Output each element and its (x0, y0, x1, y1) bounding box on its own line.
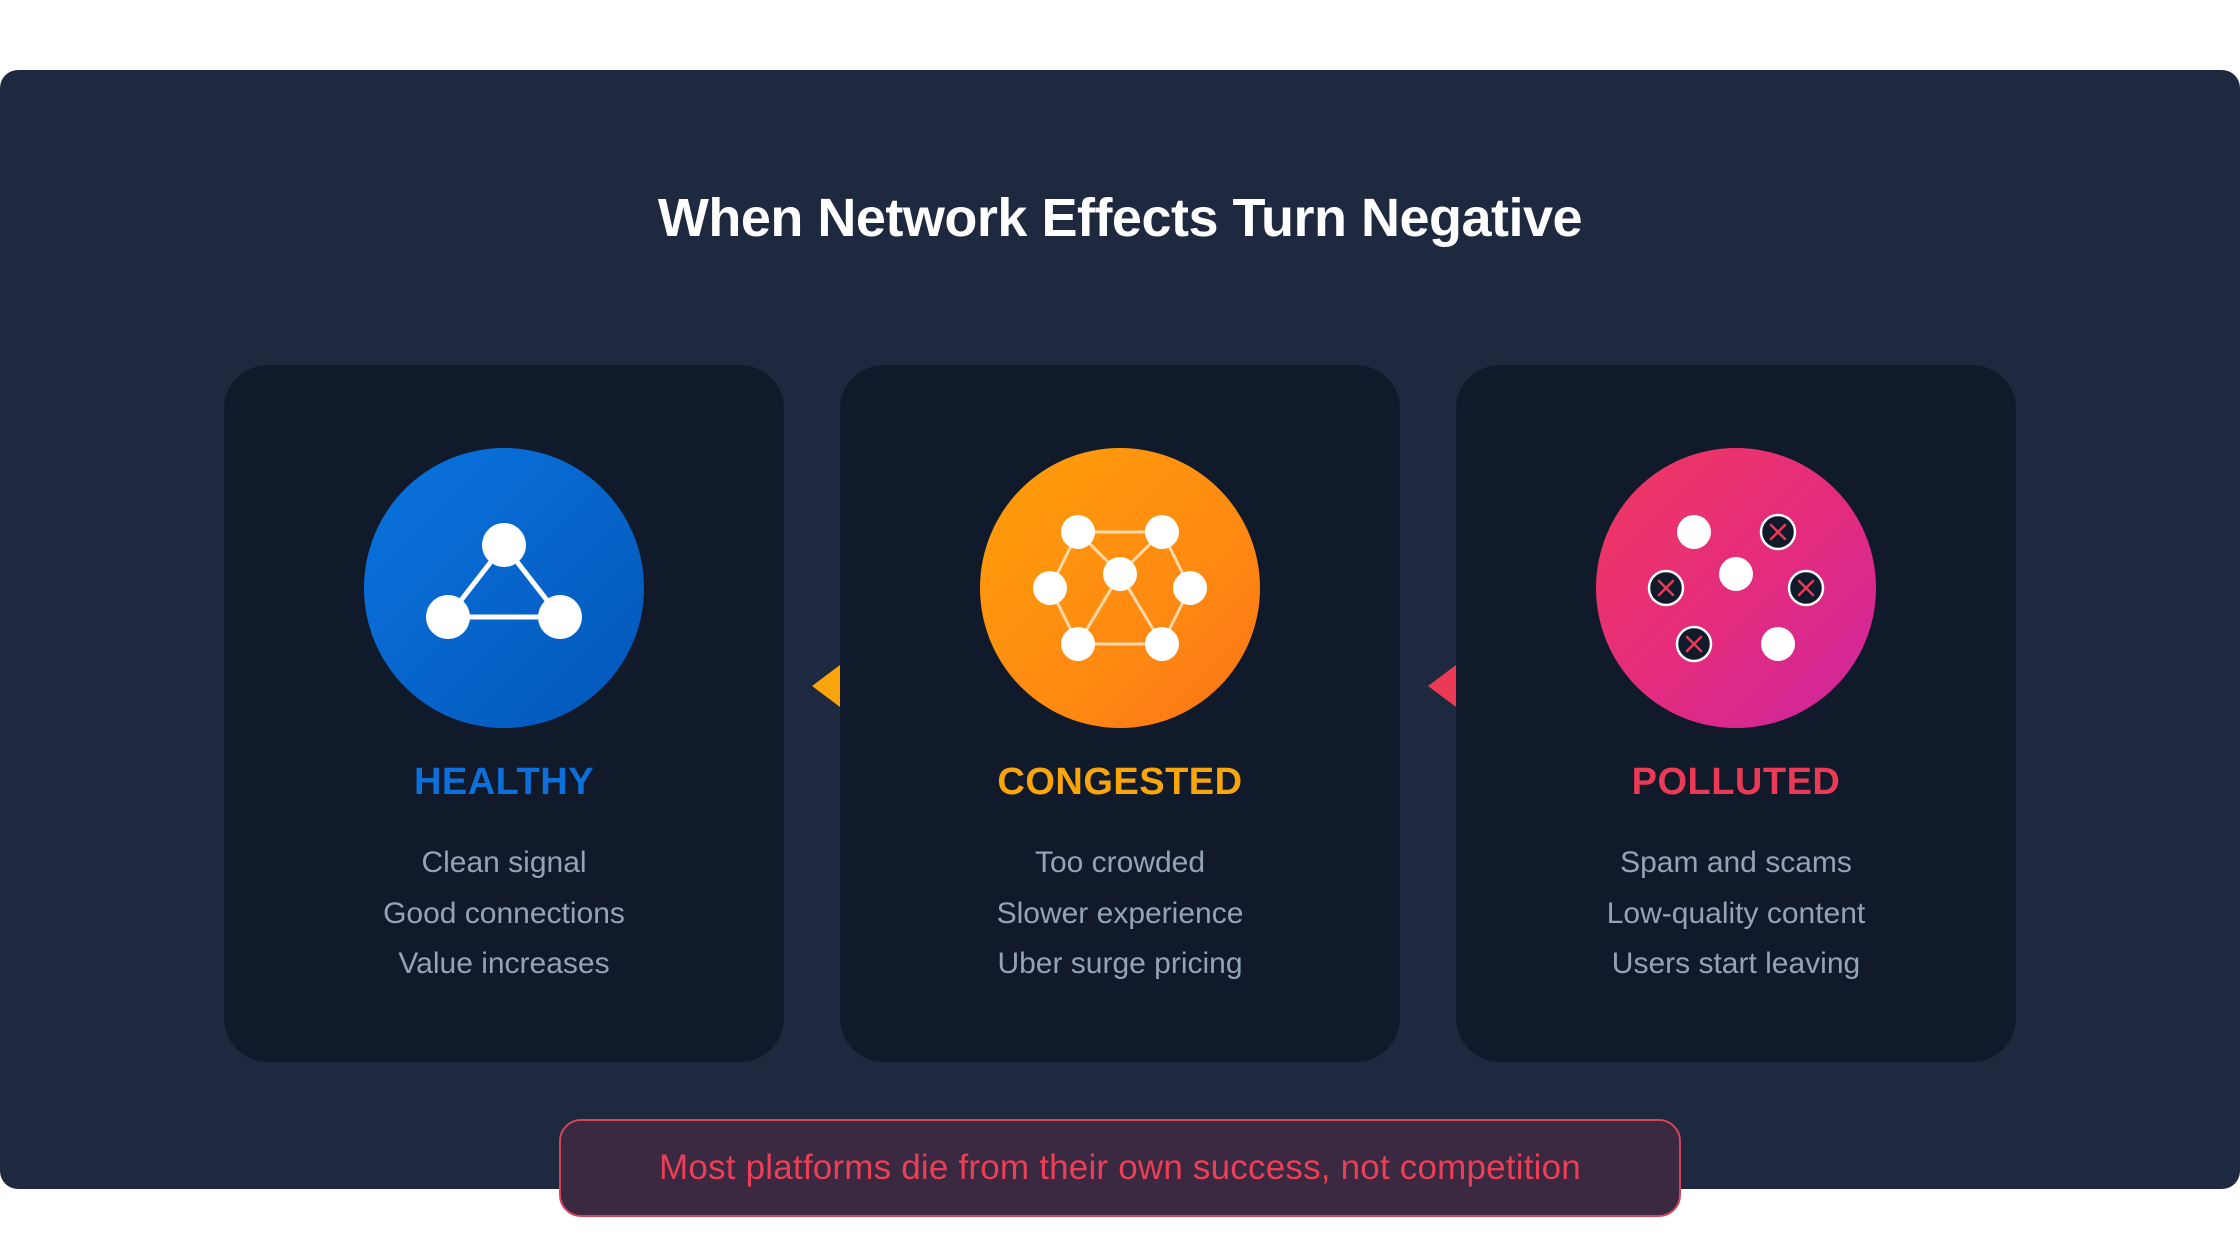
stage-points: Spam and scams Low-quality content Users… (1456, 838, 2016, 990)
stage-point: Too crowded (1034, 846, 1206, 879)
stage-point: Spam and scams (1620, 846, 1852, 879)
broken-network-icon (1596, 448, 1876, 728)
bad-node (1759, 513, 1797, 551)
stage-point: Low-quality content (1606, 896, 1866, 930)
stage-point: Slower experience (996, 896, 1244, 930)
stage-point: Good connections (383, 896, 625, 930)
callout-text: Most platforms die from their own succes… (659, 1148, 1581, 1187)
node (1761, 627, 1795, 661)
stage-card-polluted: POLLUTED Spam and scams Low-quality cont… (1456, 365, 2016, 1062)
node (482, 523, 526, 567)
stage-label: CONGESTED (997, 761, 1243, 803)
bad-node (1787, 569, 1825, 607)
stage-card-healthy: HEALTHY Clean signal Good connections Va… (224, 365, 784, 1062)
node (1677, 515, 1711, 549)
node (1033, 571, 1067, 605)
node (1145, 627, 1179, 661)
network-triangle-icon (364, 448, 644, 728)
slide-panel: When Network Effects Turn Negative HEALT… (0, 70, 2240, 1217)
x-mark-icon (1769, 523, 1787, 541)
stage-point: Users start leaving (1611, 947, 1861, 980)
arrow-left-icon (812, 665, 840, 707)
stage-point: Uber surge pricing (997, 947, 1243, 980)
stage-point: Value increases (398, 947, 610, 980)
stage-points: Too crowded Slower experience Uber surge… (840, 838, 1400, 990)
node (538, 595, 582, 639)
dense-network-graphic (1033, 515, 1207, 661)
network-triangle-graphic (426, 523, 582, 639)
slide-title: When Network Effects Turn Negative (657, 188, 1583, 248)
arrow-left-icon (1428, 665, 1456, 707)
node (1145, 515, 1179, 549)
bad-node (1675, 625, 1713, 663)
node (1061, 627, 1095, 661)
node (1061, 515, 1095, 549)
broken-network-graphic (1647, 513, 1825, 663)
node (1173, 571, 1207, 605)
node (426, 595, 470, 639)
node (1719, 557, 1753, 591)
stage-point: Clean signal (421, 846, 587, 879)
x-mark-icon (1685, 635, 1703, 653)
node (1103, 557, 1137, 591)
callout-box: Most platforms die from their own succes… (559, 1119, 1681, 1217)
stage-card-congested: CONGESTED Too crowded Slower experience … (840, 365, 1400, 1062)
x-mark-icon (1657, 579, 1675, 597)
bad-node (1647, 569, 1685, 607)
stage-points: Clean signal Good connections Value incr… (224, 838, 784, 990)
dense-network-icon (980, 448, 1260, 728)
stage-label: HEALTHY (413, 761, 595, 803)
stage-label: POLLUTED (1631, 761, 1841, 803)
x-mark-icon (1797, 579, 1815, 597)
